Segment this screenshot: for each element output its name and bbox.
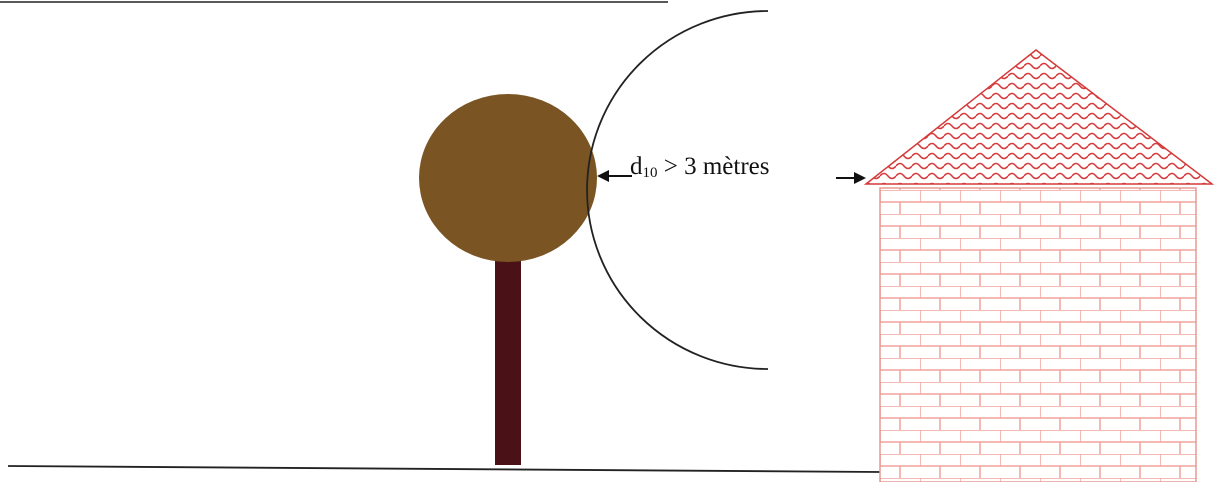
house-wall — [880, 188, 1196, 482]
arrow-right-icon — [836, 172, 866, 184]
distance-label: d10 > 3 mètres — [630, 153, 770, 182]
house — [866, 50, 1212, 482]
arrow-left-icon — [597, 170, 632, 182]
tree-crown — [419, 94, 597, 262]
house-roof — [866, 50, 1212, 184]
ground-line — [8, 466, 880, 472]
tree-trunk — [495, 250, 521, 465]
tree — [419, 94, 597, 465]
distance-arc — [587, 11, 768, 369]
